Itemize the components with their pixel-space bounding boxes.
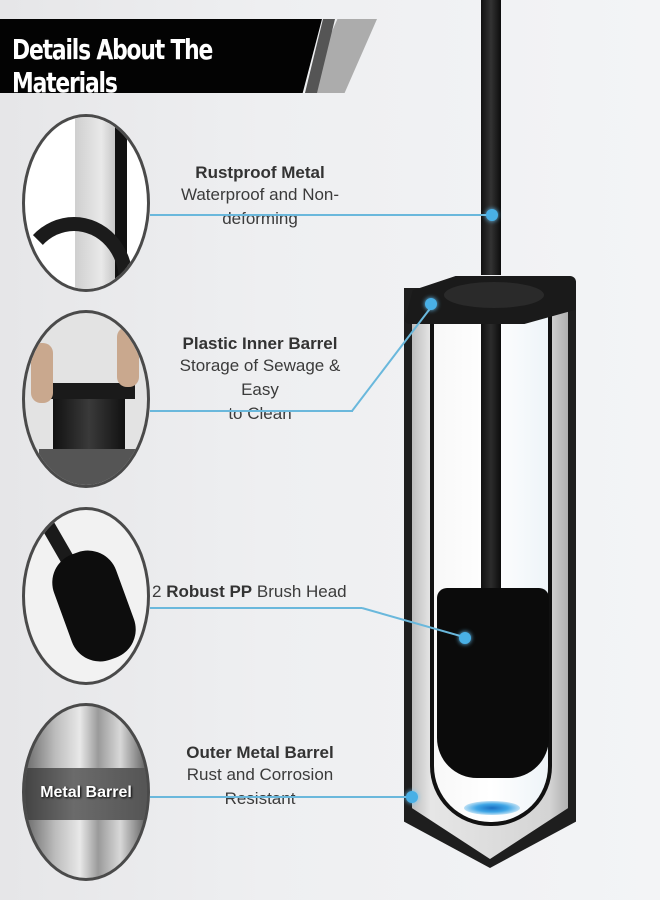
callout-line-2-diagonal — [351, 305, 433, 412]
inner-barrel-image — [22, 310, 150, 488]
brush-head — [437, 588, 549, 778]
feature-title: Rustproof Metal — [195, 163, 325, 182]
cap-ring — [444, 282, 544, 308]
metal-band — [25, 768, 147, 820]
banner-bg — [0, 19, 322, 93]
callout-dot-2 — [425, 298, 437, 310]
feature-brush-head: 2 Robust PP Brush Head — [152, 580, 352, 604]
brush-head-image — [22, 507, 150, 685]
feature-title: Outer Metal Barrel — [186, 743, 334, 762]
feature-desc: to Clean — [228, 404, 292, 423]
callout-line-3-diagonal — [361, 607, 465, 638]
feature-desc: Storage of Sewage & Easy — [179, 356, 341, 399]
outer-box — [39, 449, 139, 485]
callout-dot-3 — [459, 632, 471, 644]
feature-desc: Waterproof and Non-deforming — [180, 185, 340, 228]
brush-bristles — [43, 542, 145, 670]
title-banner: Details About The Materials — [0, 19, 377, 99]
rustproof-metal-image — [22, 114, 150, 292]
feature-title-suffix: Brush Head — [252, 582, 347, 601]
callout-line-4 — [150, 796, 412, 798]
metal-barrel-image: Metal Barrel — [22, 703, 150, 881]
feature-rustproof-metal: Rustproof Metal Waterproof and Non-defor… — [150, 163, 370, 231]
brush-handle-top — [481, 0, 501, 275]
feature-desc: Rust and Corrosion Resistant — [186, 765, 334, 808]
metal-barrel-label: Metal Barrel — [40, 784, 132, 801]
feature-title-bold: Robust PP — [166, 582, 253, 601]
feature-title-prefix: 2 — [152, 582, 167, 601]
callout-line-3 — [150, 607, 362, 609]
finger-left — [31, 343, 53, 403]
feature-plastic-inner-barrel: Plastic Inner Barrel Storage of Sewage &… — [160, 334, 360, 426]
brush-handle — [481, 276, 501, 606]
water-drop-icon — [464, 801, 520, 815]
callout-line-1 — [150, 214, 490, 216]
inner-rim — [43, 383, 135, 399]
toilet-brush-product — [404, 276, 576, 876]
finger-right — [117, 327, 139, 387]
callout-line-2 — [150, 410, 353, 412]
feature-outer-metal-barrel: Outer Metal Barrel Rust and Corrosion Re… — [150, 743, 370, 811]
callout-dot-1 — [486, 209, 498, 221]
page-title: Details About The Materials — [12, 33, 213, 99]
callout-dot-4 — [406, 791, 418, 803]
feature-title: Plastic Inner Barrel — [182, 334, 338, 353]
inner-cylinder — [53, 399, 125, 449]
barrel-cap — [404, 276, 576, 324]
